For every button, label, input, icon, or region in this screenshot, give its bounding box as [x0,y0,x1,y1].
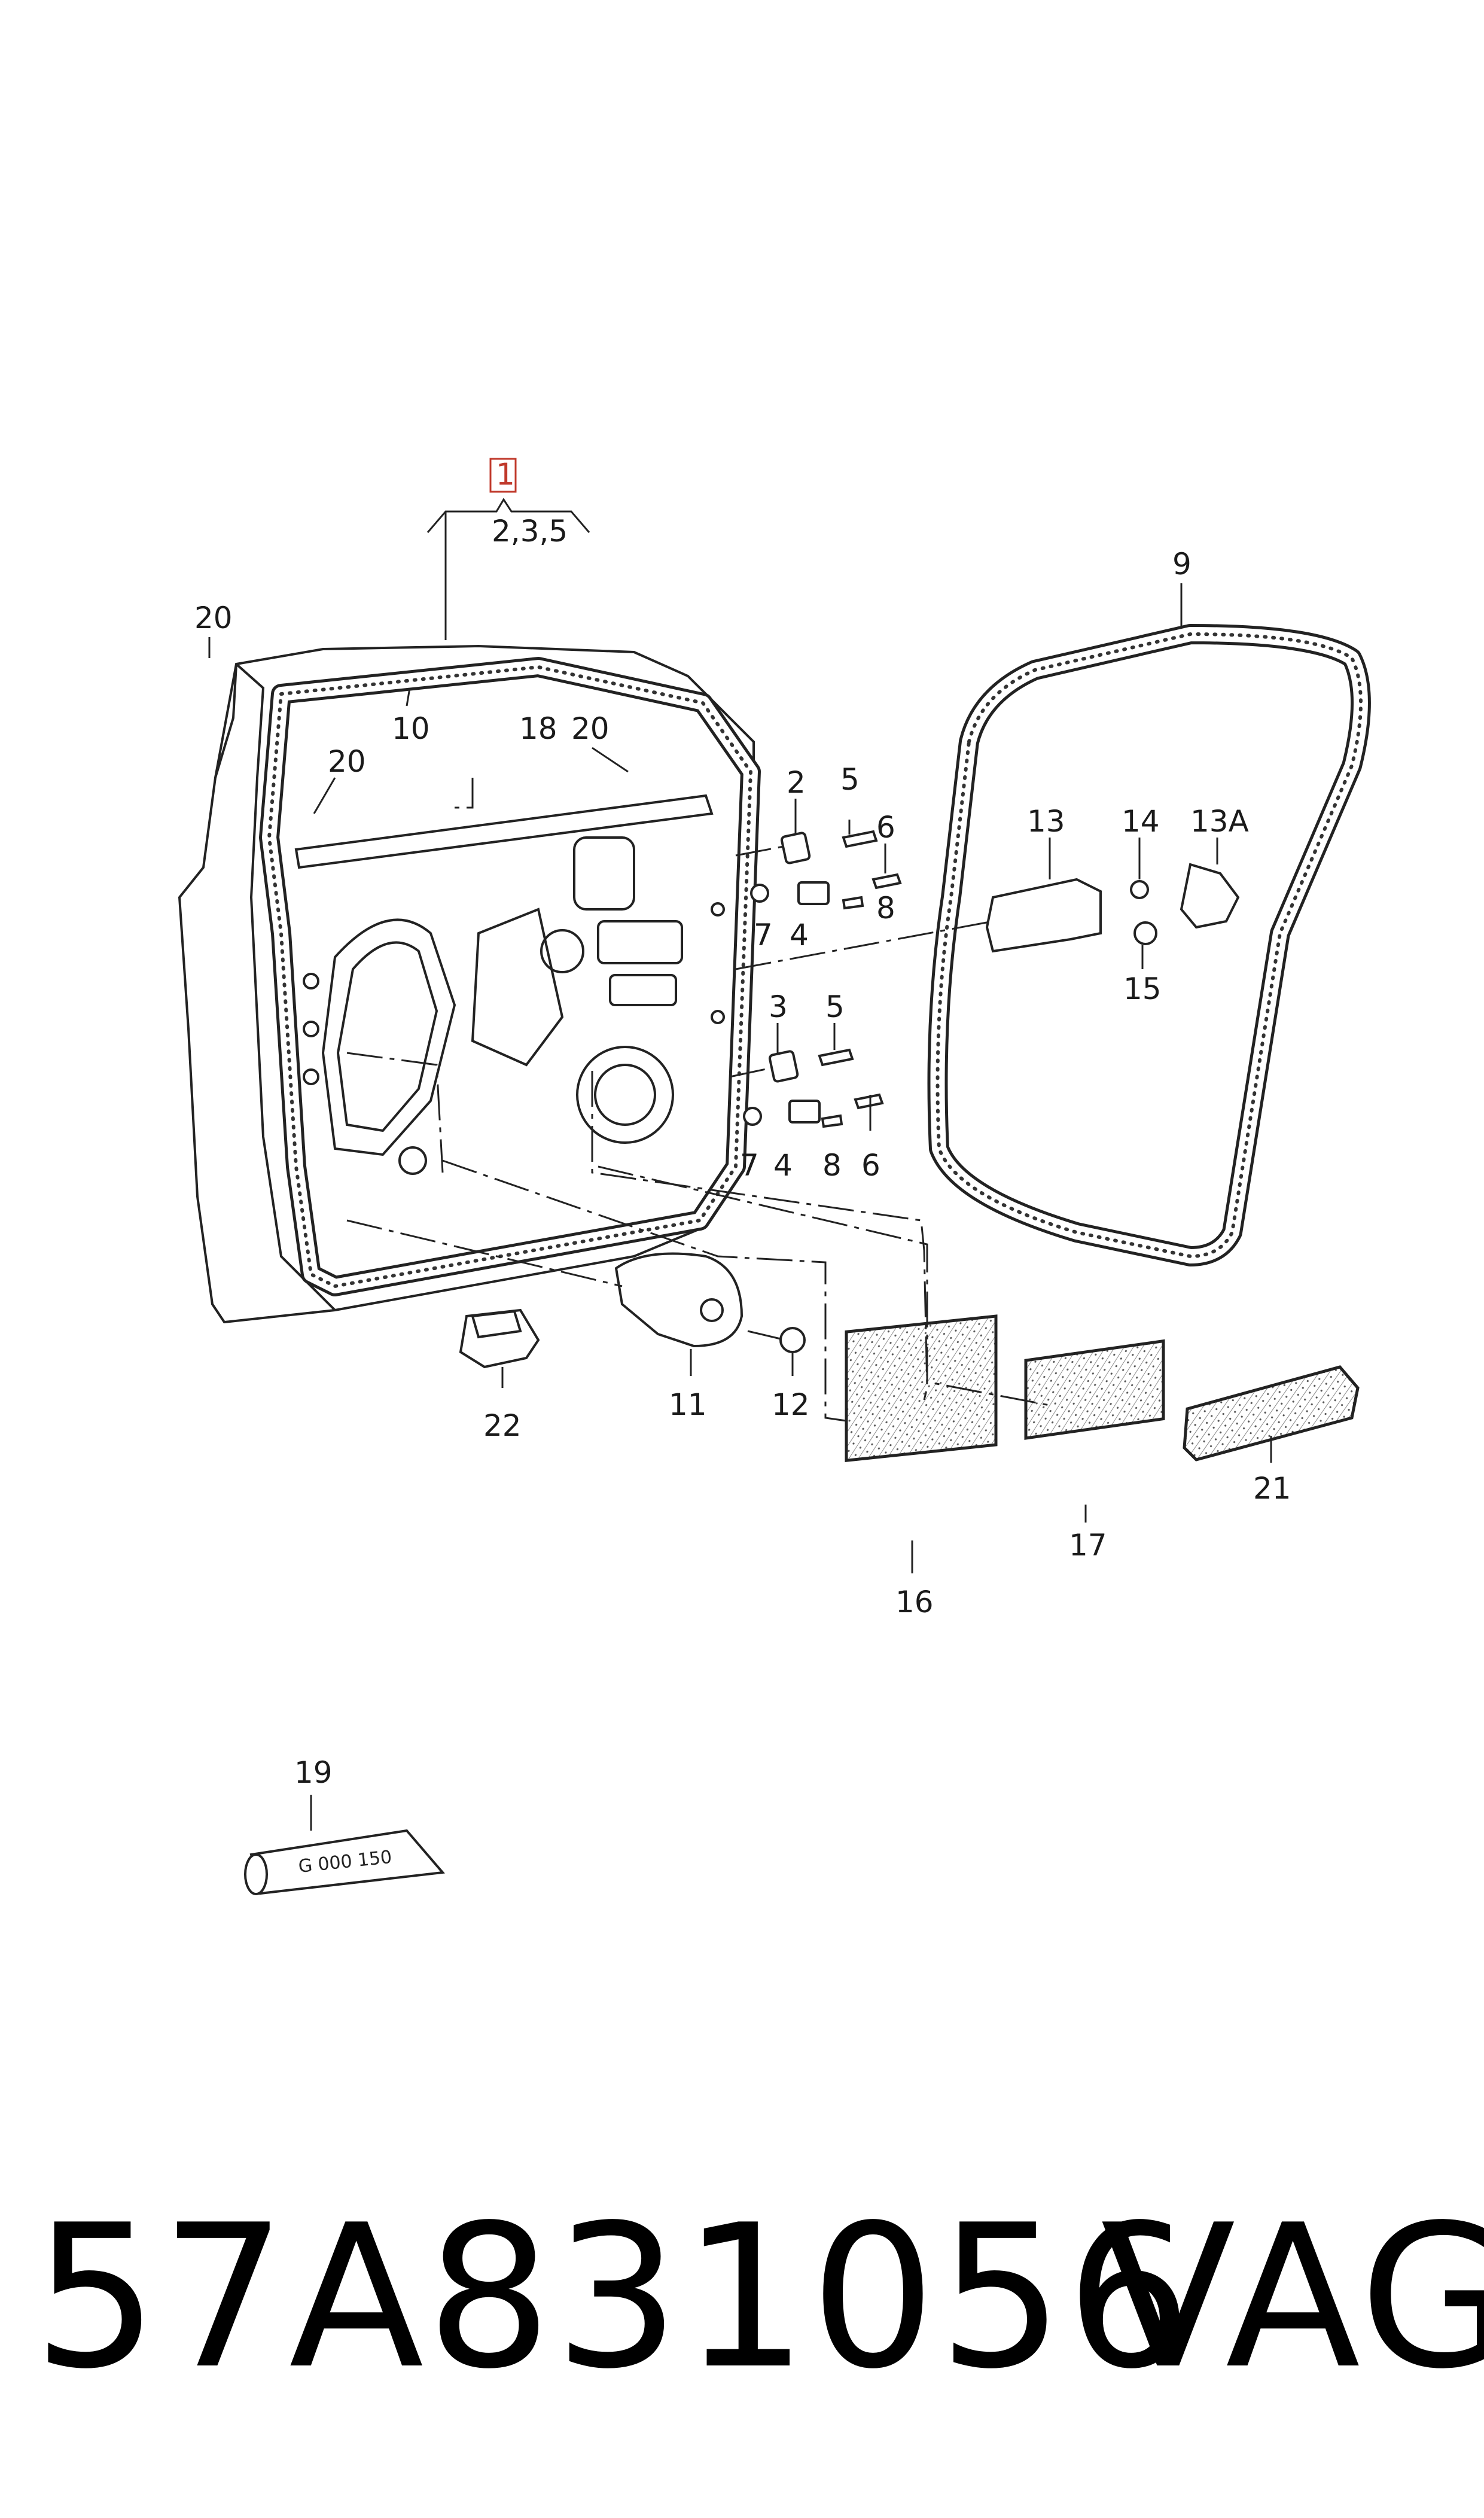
callout-22: 22 [483,1408,522,1443]
lock-cover [614,1252,806,1353]
callout-labels: 1 2,3,5 9 10 18 20 20 20 2 5 6 7 4 8 3 5… [194,457,1291,1790]
callout-21: 21 [1253,1471,1291,1506]
door-check-strap [985,863,1240,953]
leader-lines [208,583,1272,1831]
callout-19: 19 [294,1755,333,1790]
callout-15: 15 [1123,972,1162,1006]
damping-pad-16 [845,1314,998,1463]
callout-10: 10 [392,711,430,746]
upper-hinge-parts [750,830,902,910]
callout-7-upper: 7 [754,918,773,952]
door-shell [178,644,761,1324]
callout-20-inner: 20 [328,744,366,779]
callout-6-lower: 6 [861,1148,880,1183]
callout-4-lower: 4 [773,1148,793,1183]
callout-11: 11 [669,1387,707,1422]
callout-17: 17 [1069,1528,1107,1563]
plug-cap [459,1308,540,1369]
assembly-lines [346,845,1053,1422]
part-number: 57A831056 [33,2182,1194,2412]
callout-12: 12 [772,1387,810,1422]
callout-bracket-1 [426,458,590,640]
door-seal [927,624,1371,1266]
callout-18: 18 [519,711,557,746]
callout-1-highlight-box [489,458,517,493]
callout-1: 1 [496,457,515,492]
brand-name: VAG [1101,2182,1484,2412]
callout-20-top-left: 20 [194,601,233,635]
callout-6-upper: 6 [876,810,895,845]
callout-2-3-5: 2,3,5 [492,514,568,549]
callout-5-lower: 5 [825,989,845,1024]
lower-hinge-parts [743,1048,884,1128]
callout-20-upper-right: 20 [571,711,610,746]
callout-5-upper: 5 [840,762,860,797]
callout-14: 14 [1122,804,1160,839]
callout-16: 16 [895,1585,934,1619]
callout-13: 13 [1027,804,1065,839]
callout-13a: 13A [1190,804,1249,839]
sealant-tube: G 000 150 [244,1829,445,1895]
callout-3: 3 [769,989,788,1024]
callout-4-upper: 4 [790,918,809,952]
damping-pad-21 [1183,1365,1360,1462]
callout-8-lower: 8 [822,1148,842,1183]
callout-8-upper: 8 [876,891,895,925]
callout-7-lower: 7 [740,1148,759,1183]
damping-pad-17 [1024,1339,1165,1440]
callout-9: 9 [1172,547,1192,581]
callout-2: 2 [787,765,806,800]
